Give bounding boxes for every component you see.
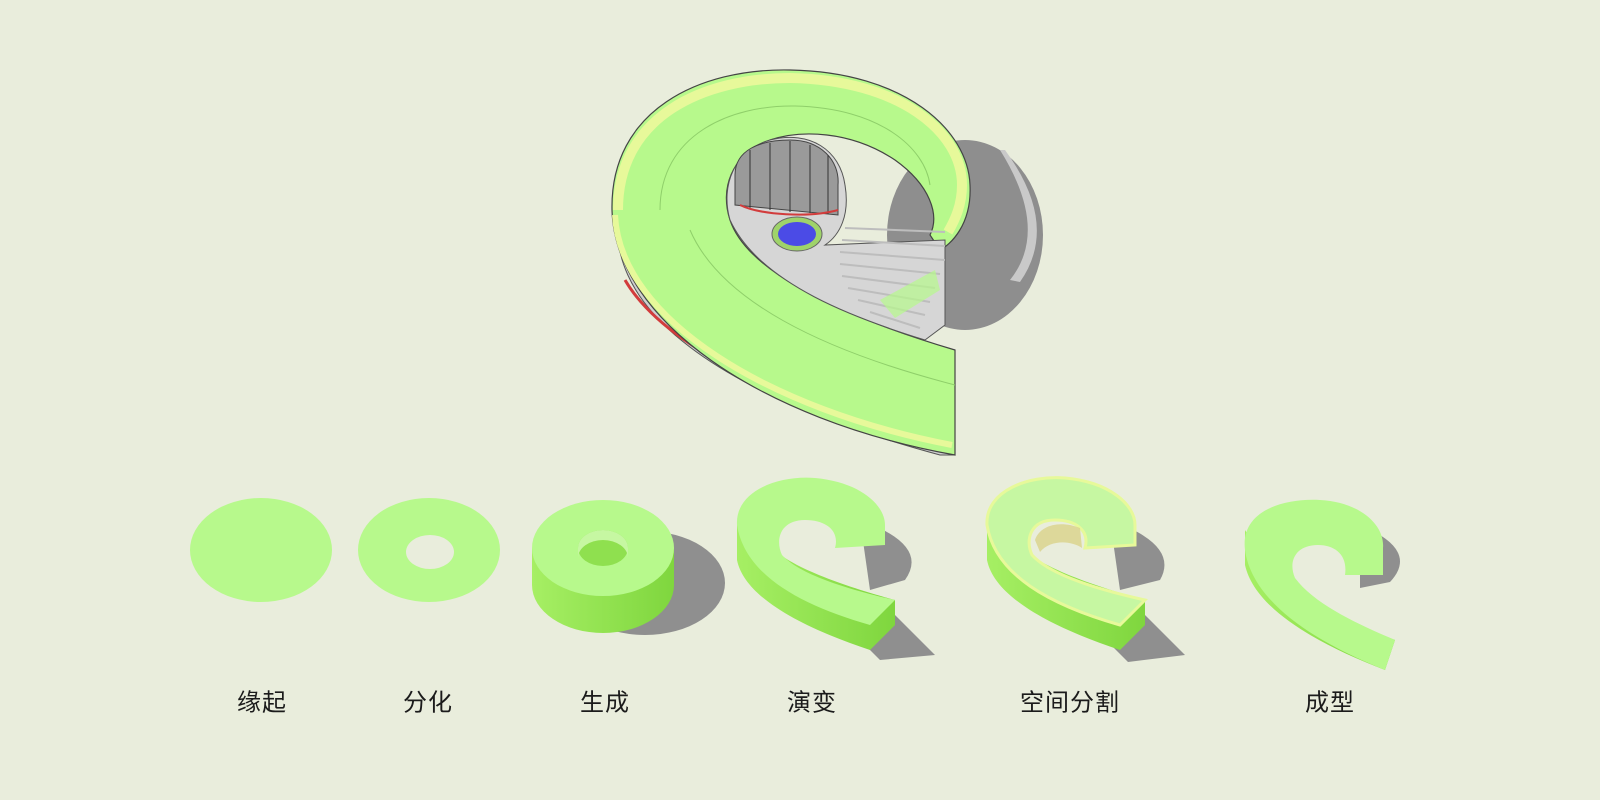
step-3-label: 生成 — [580, 688, 630, 717]
step-6-label: 成型 — [1305, 688, 1355, 717]
model-roof-line — [689, 229, 956, 386]
model-roof-line — [659, 105, 931, 211]
model-stair-landing — [880, 270, 940, 318]
final-building-model — [611, 69, 1043, 456]
model-roof-rim — [613, 72, 968, 235]
model-shadow-edge — [1000, 150, 1037, 282]
step-5-label: 空间分割 — [1020, 688, 1120, 717]
step-5-divided-spiral — [985, 476, 1185, 662]
step-1-shape — [190, 498, 332, 602]
step-6-final-form — [1244, 499, 1400, 670]
step-2-ring — [358, 498, 500, 602]
step-2-shape — [358, 498, 500, 602]
step-5-partition — [1035, 524, 1082, 552]
step-4-label: 演变 — [787, 688, 837, 717]
step-4-spiral — [736, 477, 935, 660]
step-1-label: 缘起 — [237, 688, 287, 717]
step-3-extruded-ring — [532, 500, 725, 635]
step-4-top — [736, 477, 895, 625]
step-3-hole-wall — [578, 530, 628, 558]
step-5-top — [985, 476, 1148, 627]
step-1-disc — [190, 498, 332, 602]
model-roof-rim-lower — [612, 214, 953, 448]
step-2-label: 分化 — [403, 688, 453, 717]
model-courtyard-glazing — [739, 204, 839, 216]
step-6-top — [1244, 499, 1395, 670]
model-courtyard-inner-wall — [734, 139, 839, 216]
model-mullions — [749, 141, 829, 214]
model-pool-water — [778, 222, 816, 246]
